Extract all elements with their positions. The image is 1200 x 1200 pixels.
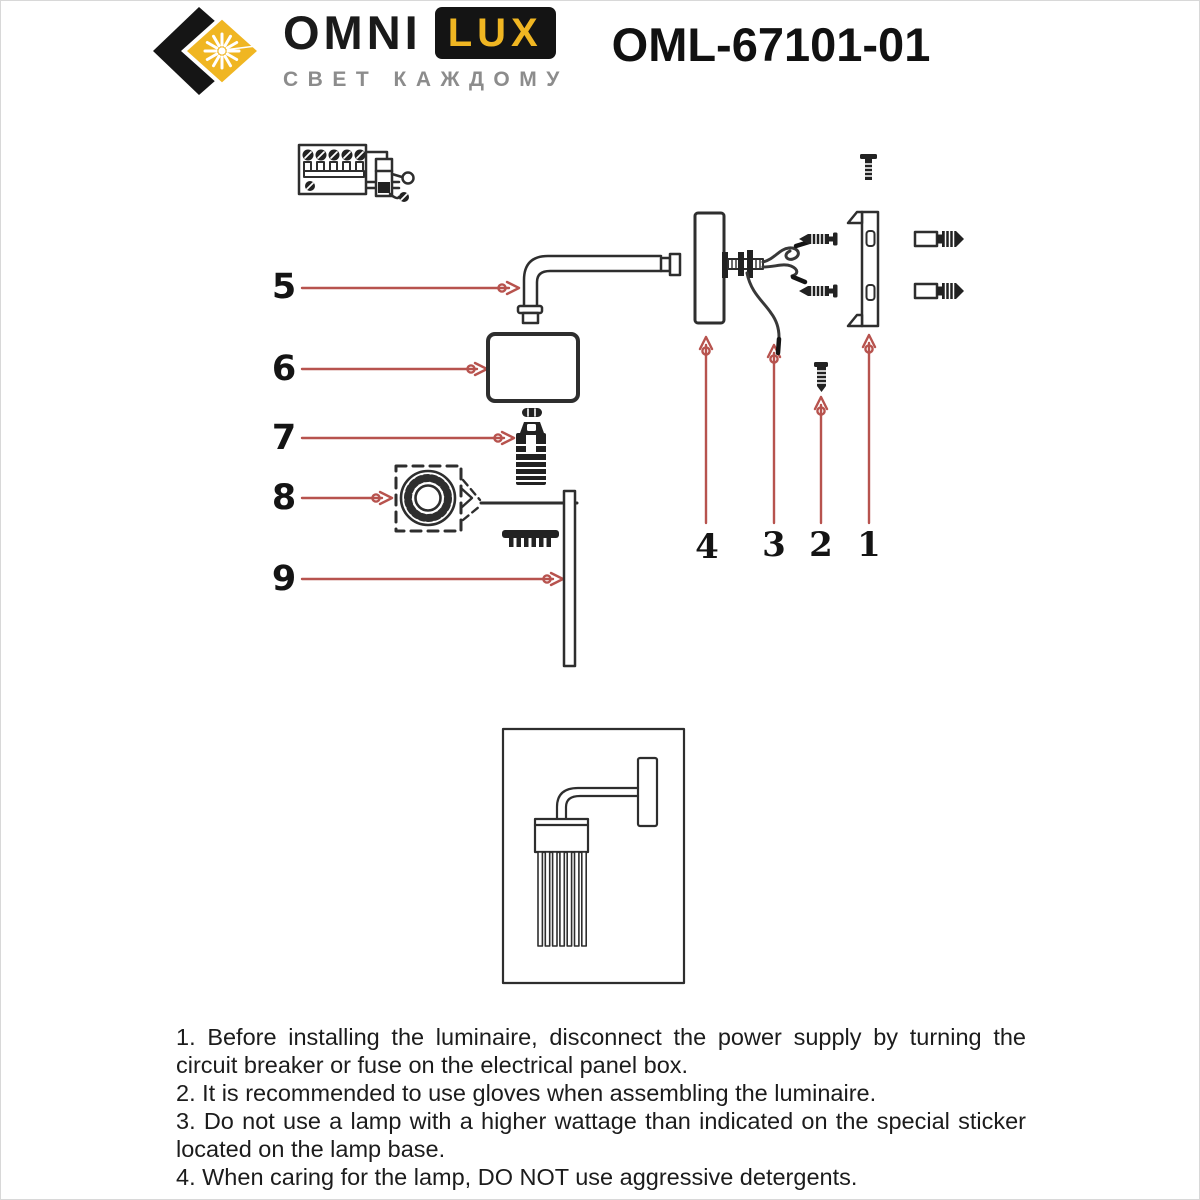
callout-arrows	[300, 280, 877, 587]
comb-part	[502, 530, 559, 547]
omnilux-logo: OMNI LUX СВЕТ КАЖДОМУ	[149, 5, 569, 105]
rod-part	[562, 489, 577, 668]
logo-diamond-icon	[153, 7, 263, 95]
instruction-item-1: 1. Before installing the luminaire, disc…	[176, 1024, 1026, 1078]
bracket-part	[846, 210, 880, 328]
instructions-list: 1. Before installing the luminaire, disc…	[176, 1023, 1026, 1191]
screw-part-2	[814, 362, 828, 392]
brand-lux: LUX	[447, 11, 543, 55]
wall-plate-part	[693, 211, 726, 325]
brand-omni: OMNI	[283, 6, 422, 59]
callout-label-4-wall-plate: 4	[695, 527, 719, 567]
instruction-item-4: 4. When caring for the lamp, DO NOT use …	[176, 1164, 858, 1190]
sunburst-icon	[203, 32, 257, 70]
callout-label-2-screw: 2	[809, 525, 833, 565]
brand-lux-box: LUX	[434, 7, 556, 59]
brand-tagline: СВЕТ КАЖДОМУ	[283, 68, 569, 91]
tapping-screws	[799, 232, 838, 298]
arm-part	[516, 252, 682, 325]
wire-part	[722, 239, 812, 356]
wall-anchors	[913, 230, 964, 300]
terminal-block-diagram	[297, 143, 415, 202]
callout-label-9-rod: 9	[271, 559, 297, 599]
model-number: OML-67101-01	[611, 18, 931, 71]
callout-label-8-ring: 8	[271, 478, 297, 518]
instruction-item-2: 2. It is recommended to use gloves when …	[176, 1080, 877, 1106]
top-screw	[860, 154, 877, 180]
socket-part	[515, 408, 547, 485]
callout-label-5-wall-arm: 5	[271, 267, 297, 307]
callout-label-7-socket: 7	[271, 418, 297, 458]
callout-label-3-wire: 3	[762, 525, 786, 565]
shade-part	[486, 332, 580, 403]
ring-part	[394, 464, 579, 533]
callout-label-6-shade: 6	[271, 349, 297, 389]
assembled-lamp-box	[501, 727, 686, 985]
instruction-item-3: 3. Do not use a lamp with a higher watta…	[176, 1108, 1026, 1162]
callout-label-1-bracket: 1	[857, 525, 881, 565]
